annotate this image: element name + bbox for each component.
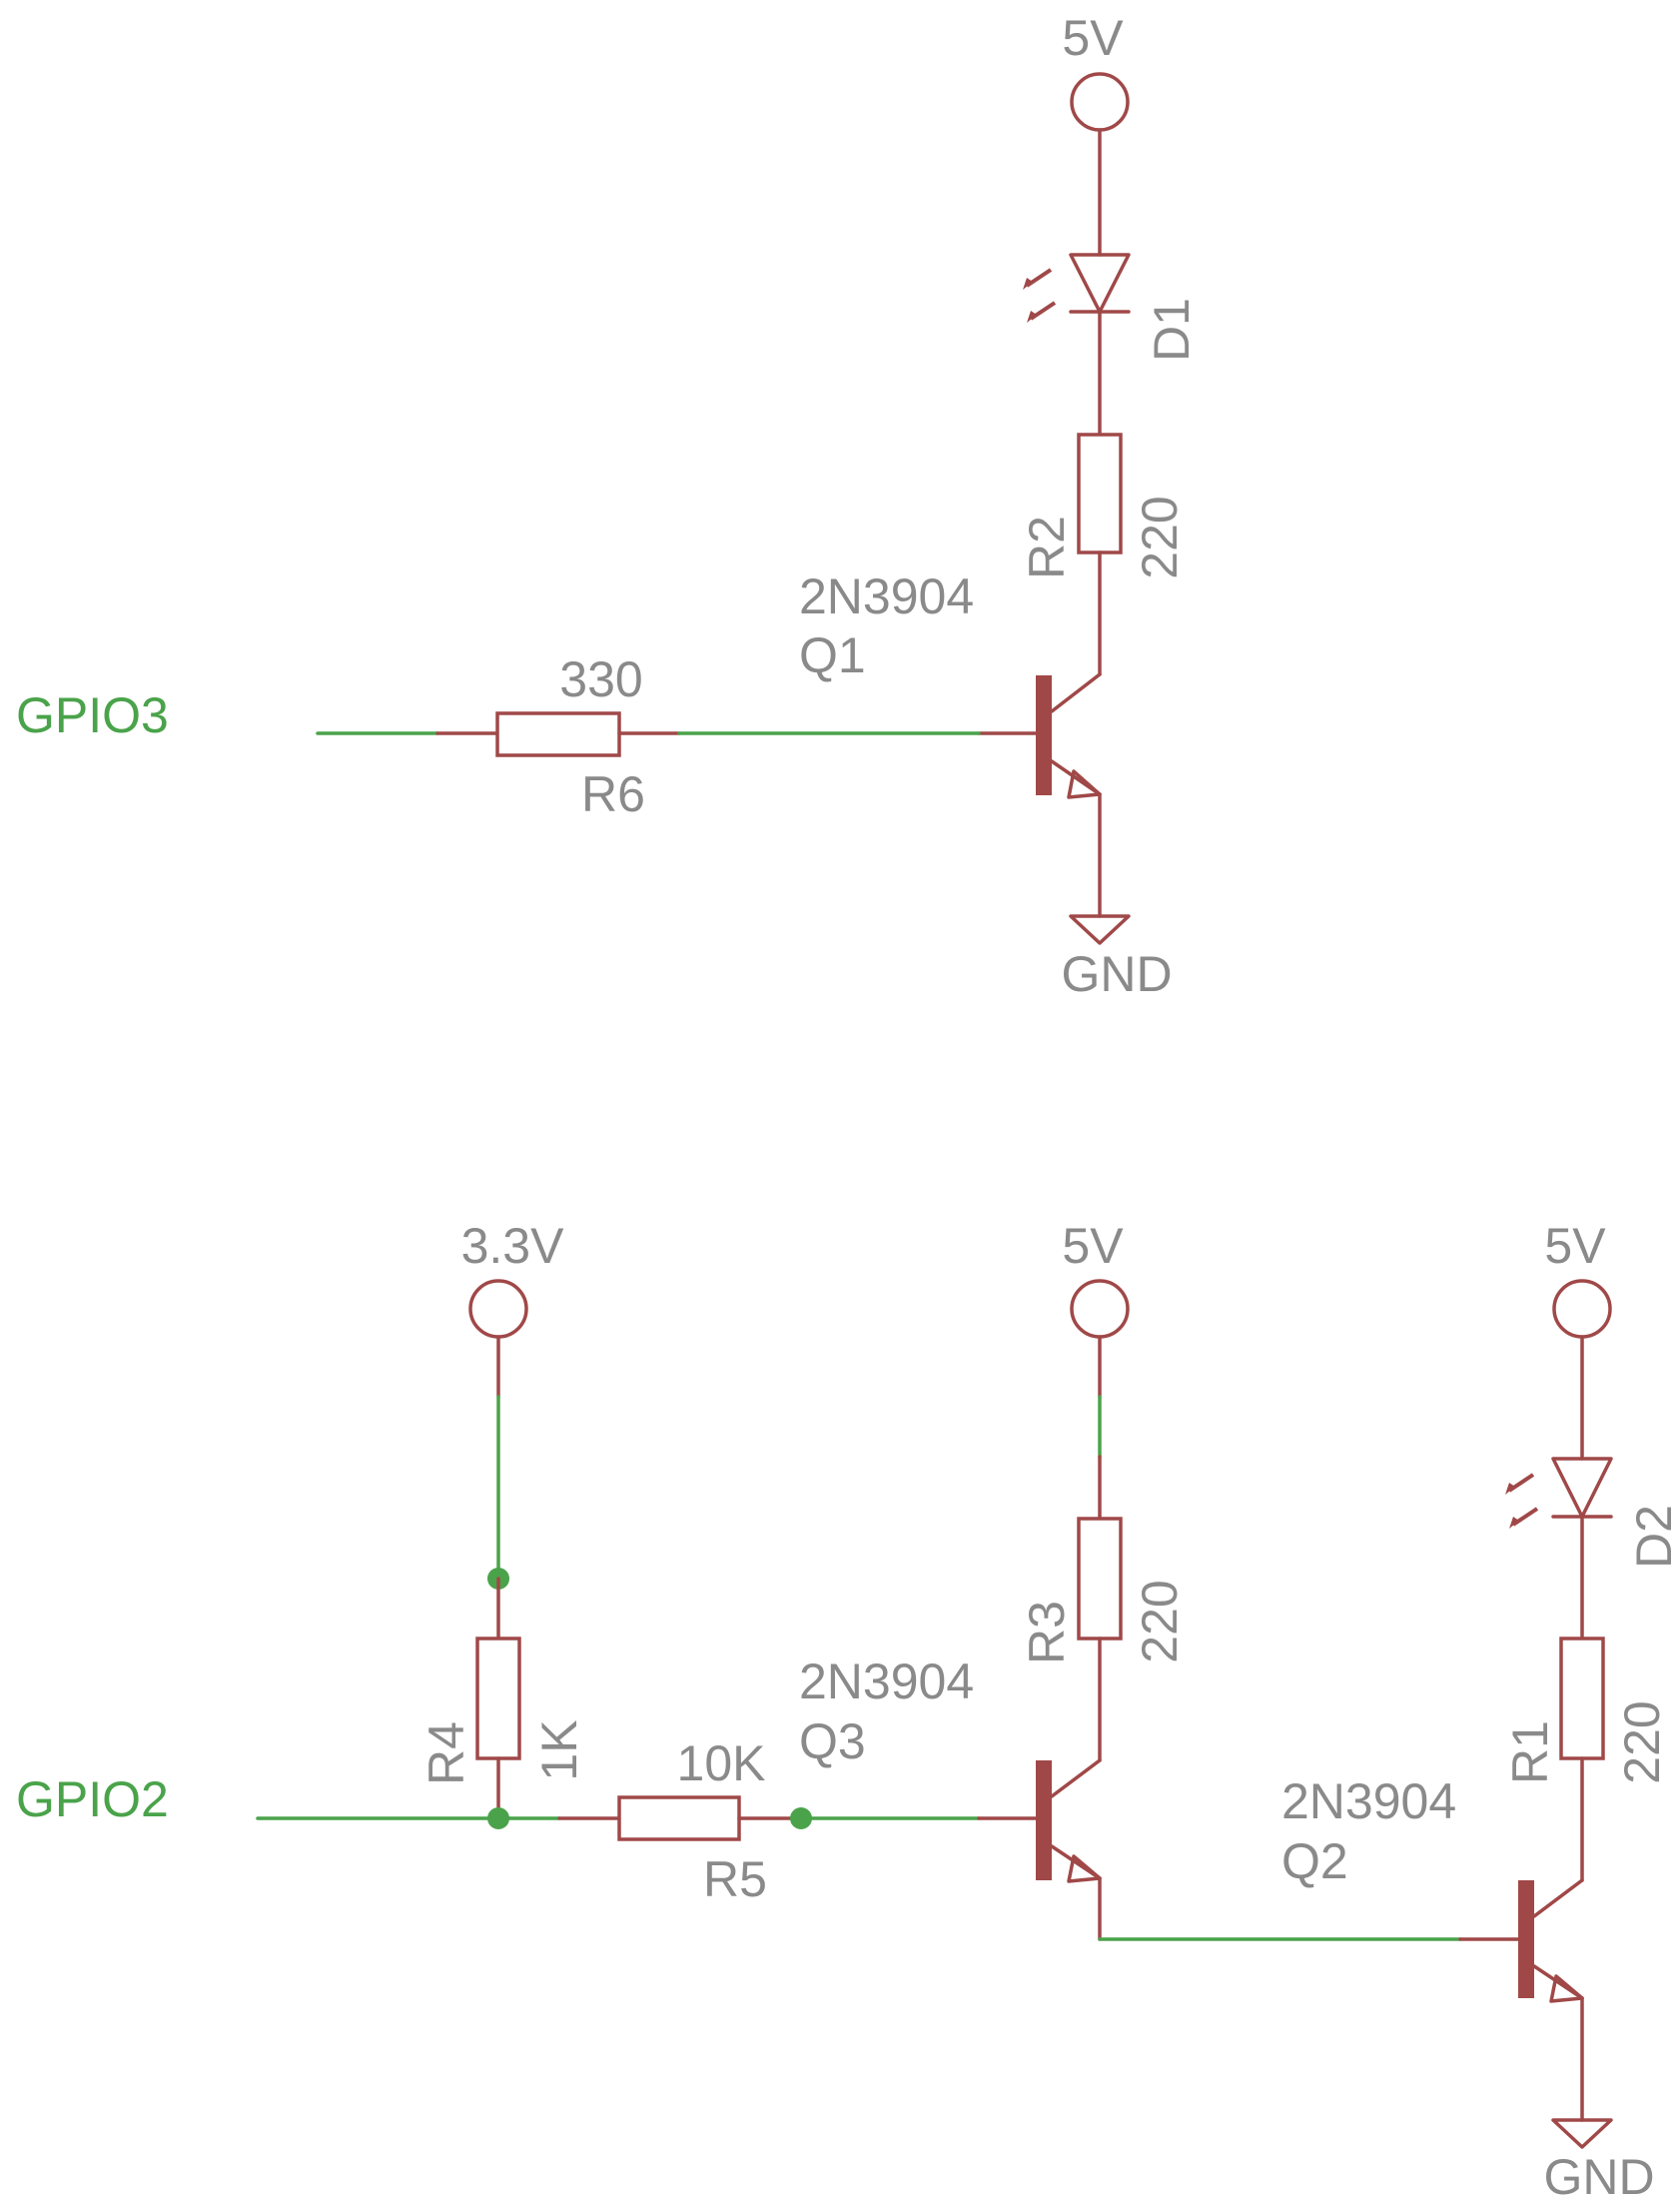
- supply-5v-q3-label: 5V: [1062, 1218, 1124, 1274]
- transistor-q1-symbol: [977, 672, 1102, 799]
- transistor-q2-name: Q2: [1281, 1833, 1348, 1889]
- ground-top-label: GND: [1061, 946, 1172, 1002]
- resistor-r3-value: 220: [1132, 1580, 1188, 1662]
- net-gpio3-label: GPIO3: [16, 687, 169, 743]
- ground-bottom-label: GND: [1543, 2149, 1654, 2202]
- transistor-q3-name: Q3: [799, 1713, 866, 1769]
- net-gpio2-label: GPIO2: [16, 1771, 169, 1827]
- resistor-r6-value: 330: [559, 651, 642, 707]
- led-d1-symbol: [1021, 253, 1131, 325]
- resistor-r2-value: 220: [1132, 496, 1188, 578]
- led-d2-symbol: [1503, 1457, 1613, 1531]
- supply-5v-top-label: 5V: [1062, 10, 1124, 66]
- resistor-r1-name: R1: [1502, 1720, 1558, 1784]
- resistor-r2-name: R2: [1019, 516, 1075, 579]
- resistor-r4-name: R4: [419, 1721, 474, 1785]
- supply-33v-label: 3.3V: [461, 1218, 565, 1274]
- transistor-q1-part: 2N3904: [799, 568, 974, 624]
- resistor-r1-symbol: [1559, 1637, 1605, 1760]
- resistor-r5-symbol: [617, 1795, 741, 1841]
- ground-top-symbol: [1069, 914, 1131, 945]
- resistor-r6-symbol: [495, 711, 621, 757]
- supply-5v-q3-symbol: [1070, 1279, 1130, 1339]
- led-d2-name: D2: [1626, 1505, 1680, 1569]
- led-d1-name: D1: [1144, 298, 1200, 362]
- transistor-q2-symbol: [1458, 1878, 1584, 2003]
- supply-5v-q2-label: 5V: [1544, 1218, 1606, 1274]
- supply-33v-symbol: [468, 1279, 528, 1339]
- transistor-q2-part: 2N3904: [1281, 1773, 1456, 1829]
- resistor-r3-symbol: [1077, 1517, 1123, 1641]
- resistor-r4-symbol: [475, 1637, 521, 1760]
- resistor-r5-name: R5: [703, 1851, 767, 1907]
- supply-5v-q2-symbol: [1552, 1279, 1612, 1339]
- resistor-r3-name: R3: [1019, 1601, 1075, 1664]
- ground-bottom-symbol: [1551, 2118, 1613, 2149]
- transistor-q1-name: Q1: [799, 627, 866, 683]
- bottom-circuit: 3.3V R4 1K GPIO2 10K R5 5V R3 220: [16, 1218, 1680, 2202]
- top-circuit: 5V D1 R2 220 2N3904 Q1 GND GP: [16, 10, 1200, 1002]
- supply-5v-top-symbol: [1070, 72, 1130, 132]
- resistor-r6-name: R6: [581, 766, 645, 822]
- resistor-r5-value: 10K: [677, 1735, 766, 1791]
- transistor-q3-symbol: [977, 1758, 1102, 1883]
- resistor-r4-value: 1K: [531, 1719, 587, 1780]
- resistor-r2-symbol: [1077, 433, 1123, 554]
- resistor-r1-value: 220: [1614, 1700, 1670, 1783]
- transistor-q3-part: 2N3904: [799, 1653, 974, 1709]
